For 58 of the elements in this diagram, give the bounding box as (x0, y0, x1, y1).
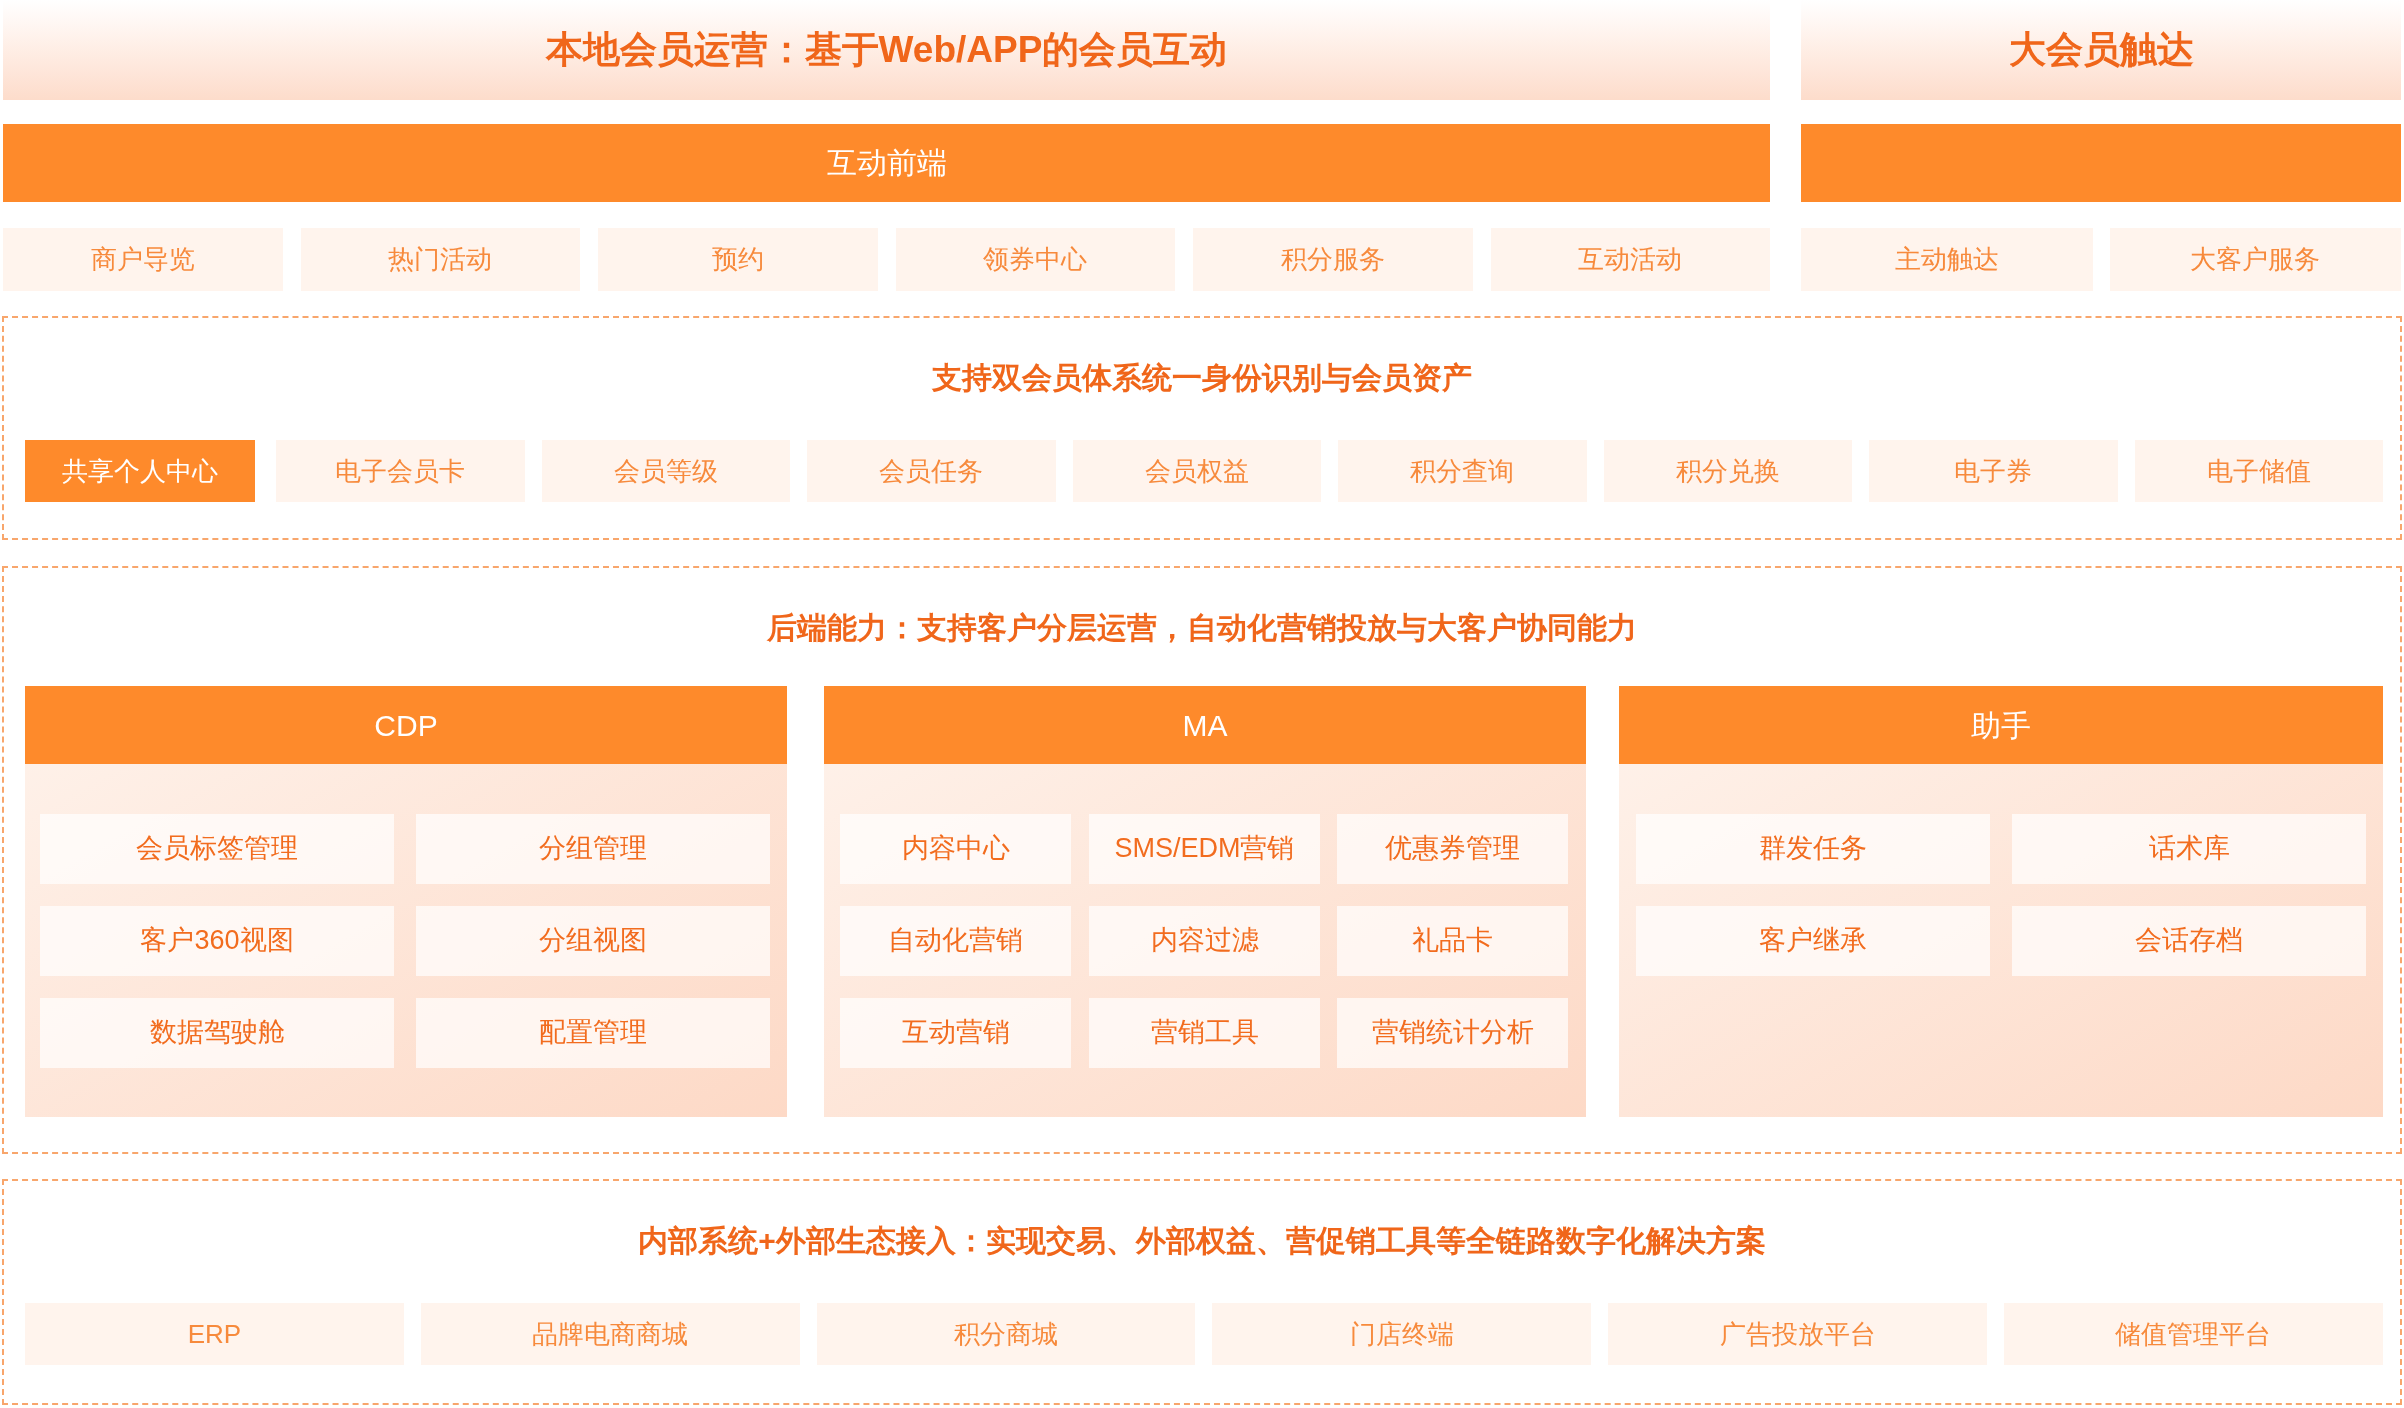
feature-tile: 礼品卡 (1337, 906, 1568, 976)
feature-tile: 客户继承 (1636, 906, 1990, 976)
section-title: 支持双会员体系统一身份识别与会员资产 (932, 360, 1472, 396)
panel-card (824, 686, 1586, 1117)
feature-tile: 积分查询 (1338, 440, 1587, 502)
feature-tile: 会员权益 (1072, 440, 1321, 502)
feature-tile: 广告投放平台 (1608, 1303, 1987, 1365)
feature-tile: 会员等级 (541, 440, 790, 502)
feature-tile: 数据驾驶舱 (40, 998, 394, 1068)
feature-tile: 自动化营销 (840, 906, 1071, 976)
feature-tile: 热门活动 (300, 228, 580, 291)
feature-tile: 会员任务 (807, 440, 1056, 502)
feature-tile: 电子券 (1869, 440, 2118, 502)
panel-card (1619, 686, 2383, 1117)
feature-tile: 营销统计分析 (1337, 998, 1568, 1068)
feature-tile: 积分兑换 (1603, 440, 1852, 502)
feature-tile: 预约 (598, 228, 878, 291)
section-frame (2, 566, 2402, 1154)
feature-tile: 分组管理 (416, 814, 770, 884)
feature-tile: 电子会员卡 (276, 440, 525, 502)
feature-tile: 电子储值 (2134, 440, 2383, 502)
feature-tile: 客户360视图 (40, 906, 394, 976)
panel-header: 助手 (1619, 686, 2383, 764)
feature-tile: 分组视图 (416, 906, 770, 976)
section-frame (2, 316, 2402, 540)
feature-tile: 内容中心 (840, 814, 1071, 884)
feature-tile: 商户导览 (3, 228, 283, 291)
header-title: 本地会员运营：基于Web/APP的会员互动 (545, 27, 1228, 72)
feature-tile: 储值管理平台 (2004, 1303, 2383, 1365)
feature-tile: SMS/EDM营销 (1089, 814, 1320, 884)
header-bar (1801, 124, 2401, 202)
feature-tile: 配置管理 (416, 998, 770, 1068)
feature-tile: 互动活动 (1490, 228, 1770, 291)
feature-tile: 优惠券管理 (1337, 814, 1568, 884)
highlight-tile: 共享个人中心 (25, 440, 255, 502)
header-title: 大会员触达 (2008, 27, 2194, 72)
feature-tile: 内容过滤 (1089, 906, 1320, 976)
section-frame (2, 1179, 2402, 1405)
feature-tile: 领券中心 (895, 228, 1175, 291)
feature-tile: 大客户服务 (2109, 228, 2401, 291)
feature-tile: 会话存档 (2012, 906, 2366, 976)
feature-tile: 会员标签管理 (40, 814, 394, 884)
feature-tile: 互动营销 (840, 998, 1071, 1068)
panel-header: MA (824, 686, 1586, 764)
feature-tile: ERP (25, 1303, 404, 1365)
panel-header: CDP (25, 686, 787, 764)
header-bar: 互动前端 (3, 124, 1770, 202)
feature-tile: 品牌电商商城 (420, 1303, 800, 1365)
feature-tile: 营销工具 (1089, 998, 1320, 1068)
feature-tile: 积分商城 (816, 1303, 1196, 1365)
section-title: 后端能力：支持客户分层运营，自动化营销投放与大客户协同能力 (767, 610, 1637, 646)
feature-tile: 主动触达 (1801, 228, 2093, 291)
feature-tile: 话术库 (2012, 814, 2366, 884)
panel-card (25, 686, 787, 1117)
feature-tile: 群发任务 (1636, 814, 1990, 884)
feature-tile: 门店终端 (1212, 1303, 1592, 1365)
section-title: 内部系统+外部生态接入：实现交易、外部权益、营促销工具等全链路数字化解决方案 (638, 1223, 1766, 1259)
feature-tile: 积分服务 (1193, 228, 1473, 291)
